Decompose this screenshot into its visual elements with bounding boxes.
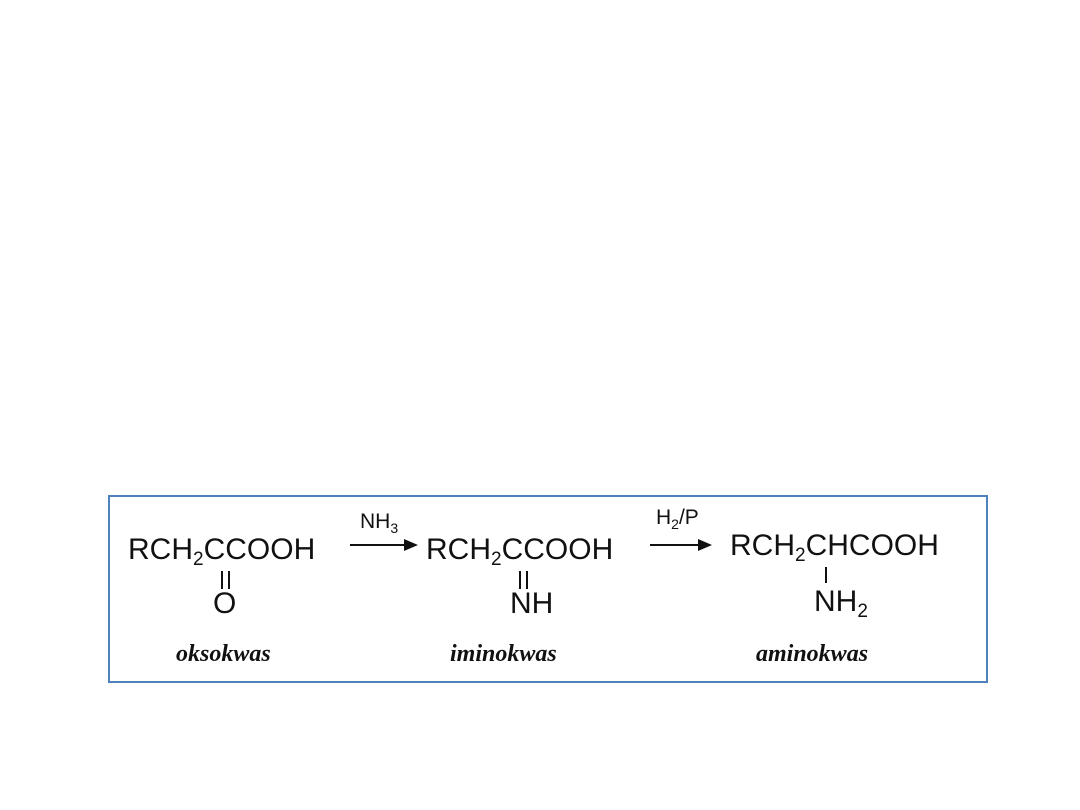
oxo-substituent: O: [213, 587, 237, 620]
oxo-acid-name: oksokwas: [176, 641, 271, 667]
imino-substituent: NH: [510, 587, 554, 620]
amino-acid-name: aminokwas: [756, 641, 869, 667]
double-bond-right: [526, 571, 528, 589]
oxo-acid-formula: RCH2CCOOH: [128, 533, 316, 570]
reaction-scheme-box: RCH2CCOOH O oksokwas NH3 RCH2CCOOH NH im…: [108, 495, 988, 683]
amino-acid-formula: RCH2CHCOOH: [730, 529, 939, 566]
imino-acid-formula: RCH2CCOOH: [426, 533, 614, 570]
arrow2-reagent: H2/P: [656, 506, 699, 532]
single-bond: [825, 567, 827, 583]
double-bond-right: [228, 571, 230, 589]
double-bond-left: [221, 571, 223, 589]
imino-acid-name: iminokwas: [450, 641, 557, 667]
arrow1-reagent: NH3: [360, 510, 399, 536]
reaction-arrow-1: [350, 538, 418, 552]
amino-substituent: NH2: [814, 585, 868, 622]
double-bond-left: [519, 571, 521, 589]
reaction-arrow-2: [650, 538, 712, 552]
